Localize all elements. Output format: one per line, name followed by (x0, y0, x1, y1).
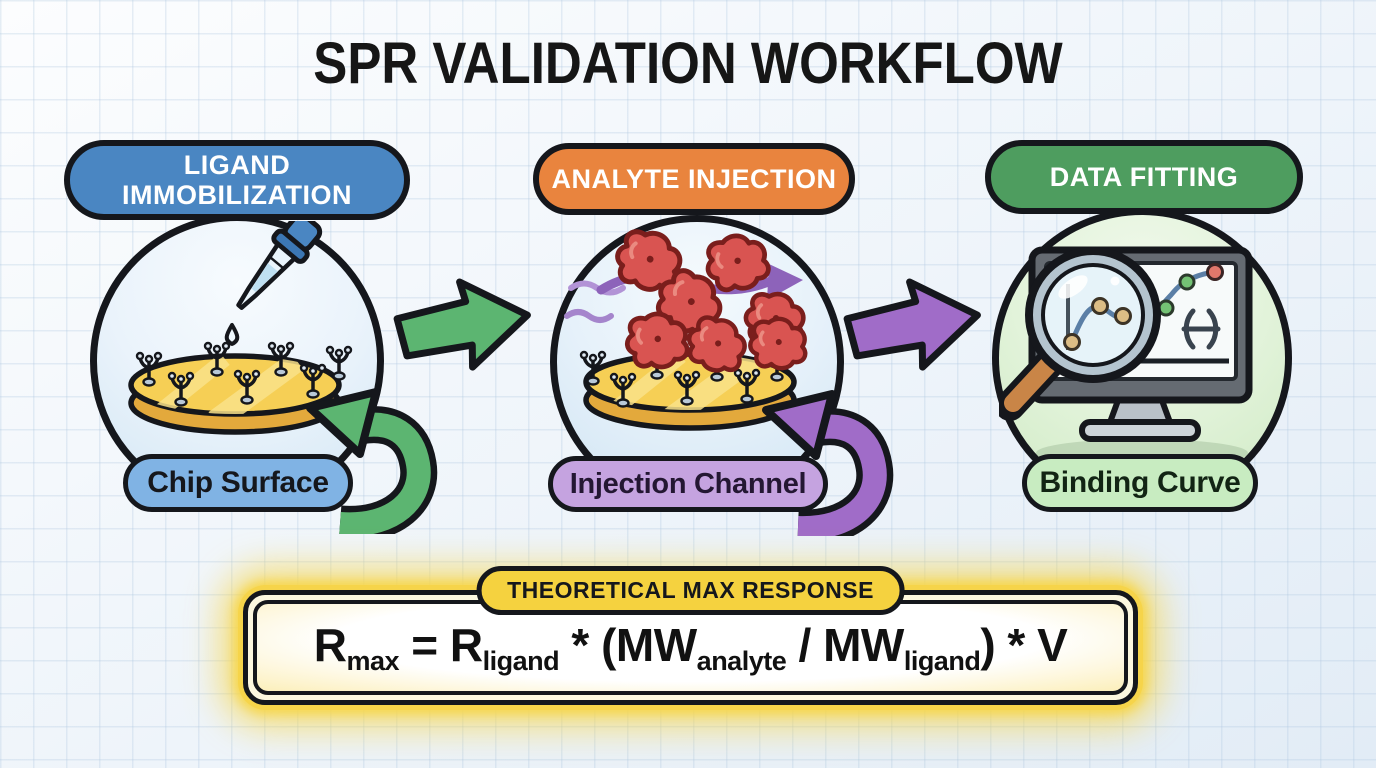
formula-panel: THEORETICAL MAX RESPONSE Rmax = Rligand … (238, 566, 1143, 710)
formula-header-pill: THEORETICAL MAX RESPONSE (476, 566, 905, 615)
stage2-to-stage3-arrow-icon (843, 278, 981, 371)
stage1-to-stage2-arrow-icon (393, 278, 531, 371)
stage-2-header-pill: ANALYTE INJECTION (533, 143, 855, 215)
monitor-magnifier-curve-icon (999, 246, 1253, 467)
rmax-formula: Rmax = Rligand * (MWanalyte / MWligand) … (313, 619, 1068, 676)
injection-channel-label: Injection Channel (548, 456, 828, 512)
analyte-icons (613, 228, 808, 377)
drop-icon (224, 323, 240, 346)
stage-3-header-text: DATA FITTING (1049, 161, 1239, 192)
formula-box: Rmax = Rligand * (MWanalyte / MWligand) … (253, 600, 1128, 695)
stage-2-header-text: ANALYTE INJECTION (551, 163, 837, 194)
magnifier-icon (999, 247, 1161, 421)
page-title: SPR VALIDATION WORKFLOW (313, 31, 1063, 96)
pipette-drop-on-chip-icon (128, 221, 353, 435)
stage-3-header-pill: DATA FITTING (985, 140, 1303, 214)
chip-surface-return-arrow-icon (306, 388, 438, 534)
flow-lines-icon (564, 280, 626, 323)
chip-surface-label: Chip Surface (123, 454, 353, 512)
stage-1-header-pill: LIGAND IMMOBILIZATION (64, 140, 410, 220)
stage-1-header-text: LIGAND IMMOBILIZATION (122, 149, 352, 210)
binding-curve-label: Binding Curve (1022, 454, 1258, 512)
injection-channel-return-arrow-icon (762, 390, 894, 536)
magnifier-handle (1004, 354, 1059, 412)
formula-box-border: Rmax = Rligand * (MWanalyte / MWligand) … (243, 590, 1138, 705)
analyte-flow-over-chip-icon (564, 222, 837, 431)
pipette-icon (236, 221, 323, 310)
curve-symbol-icon (1181, 308, 1221, 350)
